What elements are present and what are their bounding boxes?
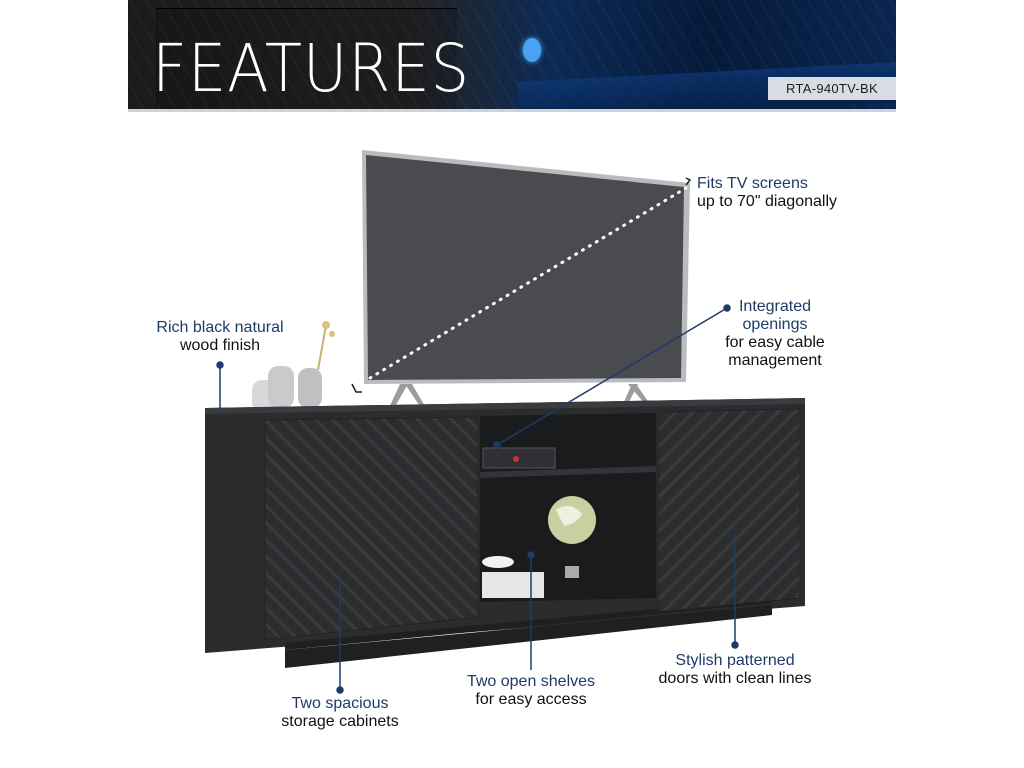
callout-text: for easy cable xyxy=(725,334,825,351)
callout-storage-cabinets: Two spacious storage cabinets xyxy=(260,695,420,731)
callout-text: wood finish xyxy=(179,337,261,354)
features-banner: FEATURES RTA-940TV-BK xyxy=(128,0,896,112)
diagonal-measure-line xyxy=(368,186,688,380)
callout-cable-management: Integrated openings for easy cable manag… xyxy=(715,298,835,370)
right-cabinet-door xyxy=(657,408,801,613)
page-title: FEATURES xyxy=(152,30,471,107)
television xyxy=(351,150,692,410)
callout-title: Two spacious xyxy=(291,695,389,712)
callout-tv-size: Fits TV screens up to 70" diagonally xyxy=(697,175,837,211)
callout-wood-finish: Rich black natural wood finish xyxy=(140,319,300,355)
callout-text: up to 70" diagonally xyxy=(697,193,838,210)
sku-badge: RTA-940TV-BK xyxy=(768,77,896,100)
led-light-icon xyxy=(523,38,541,62)
callout-title: openings xyxy=(742,316,808,333)
callout-title: Integrated xyxy=(738,298,812,315)
callout-text: doors with clean lines xyxy=(658,670,812,687)
tv-stand xyxy=(205,398,805,668)
banner-divider xyxy=(128,109,896,112)
callout-patterned-doors: Stylish patterned doors with clean lines xyxy=(640,652,830,688)
callout-title: Rich black natural xyxy=(156,319,284,336)
left-cabinet-door xyxy=(264,416,479,641)
callout-title: Stylish patterned xyxy=(675,652,795,669)
callout-title: Two open shelves xyxy=(466,673,596,690)
corner-marker-icon xyxy=(685,177,692,186)
banner-door-panel xyxy=(156,8,457,112)
decor-vases xyxy=(252,321,335,412)
callout-text: management xyxy=(728,352,822,369)
callout-text: for easy access xyxy=(475,691,587,708)
callout-text: storage cabinets xyxy=(281,713,399,730)
callout-open-shelves: Two open shelves for easy access xyxy=(441,673,621,709)
leader-lines xyxy=(216,304,739,694)
corner-marker-icon xyxy=(351,383,362,393)
callout-title: Fits TV screens xyxy=(697,175,808,192)
